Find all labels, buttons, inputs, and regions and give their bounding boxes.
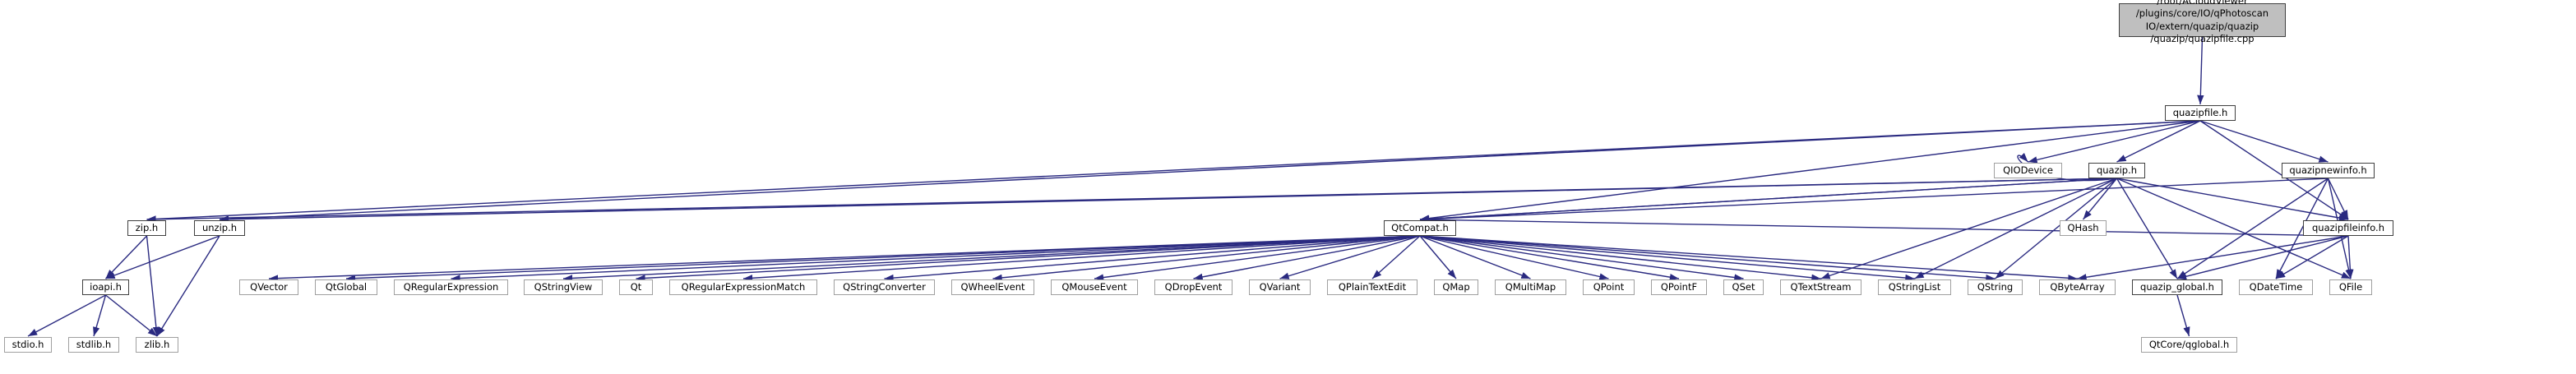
graph-node-qstringlist[interactable]: QStringList: [1878, 279, 1951, 295]
graph-node-qset[interactable]: QSet: [1723, 279, 1764, 295]
graph-edge: [219, 120, 2201, 223]
graph-node-qpointf[interactable]: QPointF: [1651, 279, 1707, 295]
graph-edge: [1094, 235, 1421, 281]
graph-edge: [219, 178, 2117, 223]
graph-edge: [146, 120, 2201, 223]
graph-node-qvariant[interactable]: QVariant: [1249, 279, 1311, 295]
graph-node-qstringconverter[interactable]: QStringConverter: [834, 279, 935, 295]
graph-edge: [1419, 215, 2349, 237]
graph-edge: [1419, 235, 1457, 279]
graph-node-qtglobal[interactable]: QtGlobal: [315, 279, 377, 295]
graph-edge: [104, 235, 148, 279]
graph-node-qmultimap[interactable]: QMultiMap: [1495, 279, 1566, 295]
graph-node-zip-h[interactable]: zip.h: [127, 220, 166, 236]
graph-node-qiodevice[interactable]: QIODevice: [1994, 163, 2062, 178]
graph-node-qdropevent[interactable]: QDropEvent: [1154, 279, 1233, 295]
graph-node-qstringview[interactable]: QStringView: [524, 279, 603, 295]
graph-edge: [2199, 120, 2329, 163]
graph-edge: [146, 235, 160, 337]
graph-edge: [1419, 235, 1531, 279]
graph-edge: [2116, 178, 2349, 222]
graph-node-qtcore-qglobal-h[interactable]: QtCore/qglobal.h: [2141, 337, 2237, 353]
graph-edge: [2116, 120, 2201, 163]
graph-edge: [1371, 235, 1421, 279]
graph-edge: [2275, 235, 2349, 279]
graph-edge: [1419, 235, 1680, 281]
graph-edge: [451, 235, 1421, 282]
graph-edge: [2347, 235, 2354, 279]
graph-edge: [1419, 235, 1609, 280]
graph-edge: [268, 235, 1421, 282]
graph-node-qtcompat-h[interactable]: QtCompat.h: [1384, 220, 1456, 236]
graph-node-qstring[interactable]: QString: [1968, 279, 2023, 295]
graph-edge: [742, 235, 1421, 282]
graph-edge: [2176, 235, 2349, 280]
graph-node-qplaintextedit[interactable]: QPlainTextEdit: [1327, 279, 1417, 295]
graph-node-qt[interactable]: Qt: [619, 279, 653, 295]
graph-node-quazipnewinfo-h[interactable]: quazipnewinfo.h: [2282, 163, 2375, 178]
graph-edge: [105, 294, 158, 337]
graph-edge: [1279, 235, 1421, 279]
graph-node-zlib-h[interactable]: zlib.h: [136, 337, 178, 353]
graph-edge: [992, 235, 1421, 282]
graph-edge: [562, 235, 1421, 282]
graph-edge: [2197, 36, 2204, 105]
graph-node-qwheelevent[interactable]: QWheelEvent: [951, 279, 1034, 295]
graph-node-ioapi-h[interactable]: ioapi.h: [82, 279, 129, 295]
graph-node-stdio-h[interactable]: stdio.h: [4, 337, 52, 353]
graph-edge: [2116, 178, 2178, 279]
graph-edge: [1419, 235, 1821, 281]
graph-node-quazipfileinfo-h[interactable]: quazipfileinfo.h: [2303, 220, 2393, 236]
graph-edge: [105, 235, 220, 279]
graph-edge: [345, 235, 1421, 282]
graph-node-qregularexpression[interactable]: QRegularExpression: [394, 279, 508, 295]
graph-edge: [2028, 120, 2201, 164]
graph-edge: [27, 294, 106, 337]
graph-node-qdatetime[interactable]: QDateTime: [2239, 279, 2313, 295]
graph-edge: [1419, 235, 1915, 282]
graph-edge: [1419, 120, 2201, 222]
graph-edge: [1419, 178, 2117, 223]
graph-edge: [1419, 178, 2329, 223]
graph-node-qbytearray[interactable]: QByteArray: [2039, 279, 2116, 295]
graph-node-qmouseevent[interactable]: QMouseEvent: [1051, 279, 1138, 295]
graph-node-quazip-h[interactable]: quazip.h: [2088, 163, 2145, 178]
graph-edge: [146, 178, 2117, 223]
graph-node-qvector[interactable]: QVector: [239, 279, 298, 295]
graph-edge: [2082, 178, 2118, 220]
graph-edge: [1419, 235, 1996, 282]
graph-edge: [2176, 294, 2190, 337]
graph-node-qtextstream[interactable]: QTextStream: [1780, 279, 1861, 295]
graph-edge: [1419, 235, 2078, 282]
graph-node-qregularexpressionmatch[interactable]: QRegularExpressionMatch: [669, 279, 817, 295]
graph-node-quazipfile-h[interactable]: quazipfile.h: [2165, 105, 2236, 121]
graph-edge: [1419, 235, 1744, 281]
graph-node-quazip-global-h[interactable]: quazip_global.h: [2132, 279, 2222, 295]
graph-edge: [2327, 178, 2349, 220]
graph-edge: [2077, 235, 2349, 281]
graph-edge: [156, 235, 220, 337]
graph-edge: [1193, 235, 1421, 281]
graph-edge: [636, 235, 1421, 282]
graph-edge: [1419, 178, 2117, 223]
graph-node-unzip-h[interactable]: unzip.h: [194, 220, 245, 236]
graph-node-root[interactable]: /root/ACloudViewer /plugins/core/IO/qPho…: [2119, 0, 2286, 44]
graph-node-stdlib-h[interactable]: stdlib.h: [68, 337, 119, 353]
graph-edge: [884, 235, 1421, 282]
graph-node-qfile[interactable]: QFile: [2329, 279, 2372, 295]
graph-edge: [93, 294, 107, 337]
graph-node-qpoint[interactable]: QPoint: [1583, 279, 1635, 295]
graph-node-qhash[interactable]: QHash: [2060, 220, 2107, 236]
graph-node-qmap[interactable]: QMap: [1434, 279, 1478, 295]
